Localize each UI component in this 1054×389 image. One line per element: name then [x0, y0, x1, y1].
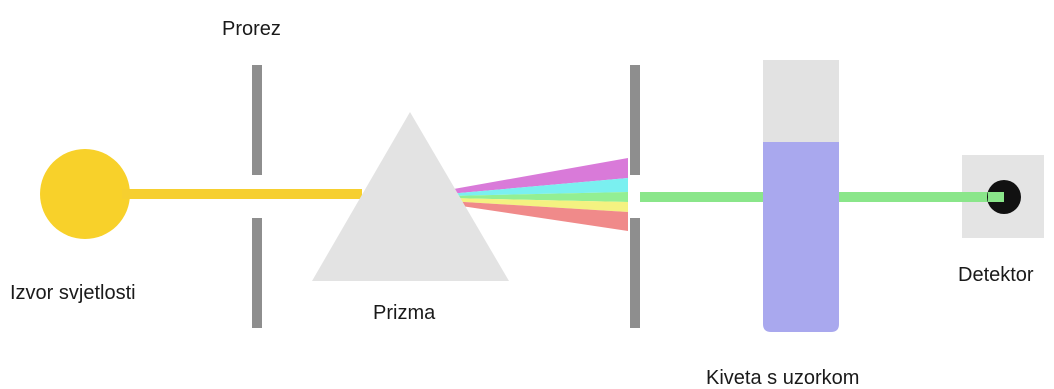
beam-into-detector [962, 192, 1002, 202]
prism-triangle [312, 112, 509, 281]
beam-hitting-sensor [988, 192, 1004, 202]
slit-bar-bottom [252, 218, 262, 328]
exit-slit-bar-top [630, 65, 640, 175]
light-source-circle [40, 149, 130, 239]
light-source-label: Izvor svjetlosti [10, 282, 136, 304]
cuvette-body [763, 60, 839, 144]
slit-bar-top [252, 65, 262, 175]
cuvette-sample [763, 142, 839, 332]
spectrum-band-red [448, 201, 628, 231]
selected-beam-to-detector [838, 192, 1002, 202]
prism-label: Prizma [373, 302, 436, 324]
detector-label: Detektor [958, 264, 1034, 286]
spectrum-band-yellow [448, 198, 628, 212]
cuvette-label: Kiveta s uzorkom [706, 367, 860, 389]
spectrum-band-green [448, 192, 628, 202]
spectrum-band-violet [448, 158, 628, 194]
exit-slit-bar-bottom [630, 218, 640, 328]
selected-beam-to-cuvette [640, 192, 764, 202]
spectrum-band-cyan [448, 178, 628, 196]
incoming-light-beam [122, 189, 362, 199]
slit-label: Prorez [222, 18, 281, 40]
